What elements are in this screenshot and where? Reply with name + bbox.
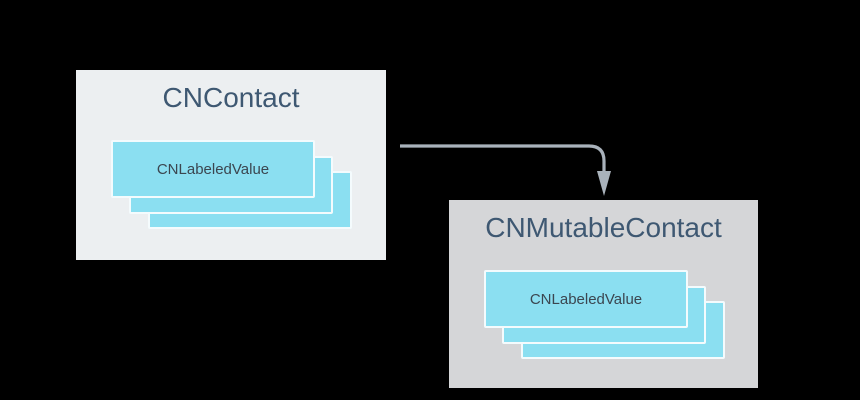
node-cnmutablecontact-title: CNMutableContact: [485, 212, 722, 243]
cncontact-labeled-value-card-front: CNLabeledValue: [111, 140, 315, 198]
node-cnmutablecontact: CNMutableContact CNLabeledValue: [449, 200, 758, 388]
node-cncontact-title: CNContact: [162, 82, 300, 113]
cncontact-card-label: CNLabeledValue: [156, 160, 270, 178]
cnmutablecontact-labeled-value-card-front: CNLabeledValue: [484, 270, 688, 328]
flow-arrow-line: [400, 144, 606, 172]
node-cncontact: CNContact CNLabeledValue: [76, 70, 386, 260]
cnmutablecontact-card-label: CNLabeledValue: [529, 290, 643, 308]
flow-arrow-head: [597, 171, 611, 196]
